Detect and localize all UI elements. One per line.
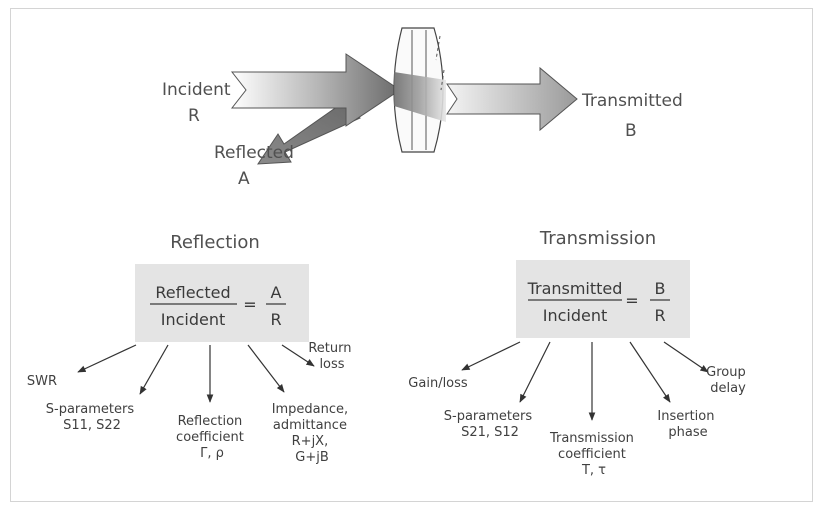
- leaf-s-parameters-trans: S-parameters S21, S12: [444, 409, 537, 440]
- transmission-branches: [461, 341, 709, 421]
- transmitted-arrow: [446, 66, 578, 132]
- reflected-arrow: [257, 103, 361, 165]
- leaf-transmission-coefficient: Transmission coefficient T, τ: [549, 431, 638, 478]
- reflection-branches: [77, 344, 315, 403]
- arrow-to-s-params-refl: [139, 344, 169, 395]
- reflected-label: Reflected: [214, 143, 294, 163]
- reflection-ratio-num: A: [271, 283, 282, 302]
- arrow-to-s-params-trans: [519, 341, 551, 403]
- arrow-to-swr: [77, 344, 137, 373]
- transmitted-symbol: B: [625, 121, 637, 141]
- transmission-ratio-den: R: [654, 306, 665, 325]
- reflection-equals: =: [243, 295, 256, 314]
- arrow-to-group-delay: [663, 341, 709, 373]
- leaf-reflection-coefficient: Reflection coefficient Γ, ρ: [176, 414, 248, 461]
- reflection-ratio-den: R: [270, 310, 281, 329]
- arrow-to-return-loss: [281, 344, 315, 367]
- reflection-title: Reflection: [170, 232, 260, 253]
- arrow-to-gain-loss: [461, 341, 521, 371]
- device-under-test: [393, 27, 446, 153]
- leaf-group-delay: Group delay: [706, 365, 750, 396]
- transmission-numerator: Transmitted: [527, 279, 623, 298]
- transmission-equals: =: [625, 291, 638, 310]
- transmission-formula: Transmitted Incident = B R: [516, 260, 690, 338]
- leaf-return-loss: Return loss: [308, 341, 355, 372]
- arrow-to-impedance: [247, 344, 285, 393]
- leaf-insertion-phase: Insertion phase: [657, 409, 718, 440]
- arrow-to-insertion-phase: [629, 341, 671, 403]
- reflection-formula: Reflected Incident = A R: [135, 264, 309, 342]
- transmitted-label: Transmitted: [581, 91, 683, 111]
- transmission-title: Transmission: [539, 228, 656, 249]
- incident-symbol: R: [188, 106, 200, 126]
- leaf-s-parameters-refl: S-parameters S11, S22: [46, 402, 139, 433]
- reflected-symbol: A: [238, 169, 250, 189]
- transmission-denominator: Incident: [543, 306, 608, 325]
- reflection-numerator: Reflected: [155, 283, 230, 302]
- leaf-swr: SWR: [27, 374, 57, 389]
- transmission-ratio-num: B: [655, 279, 666, 298]
- reflection-denominator: Incident: [161, 310, 226, 329]
- leaf-gain-loss: Gain/loss: [408, 376, 468, 391]
- incident-arrow: [230, 53, 401, 127]
- incident-label: Incident: [162, 80, 231, 100]
- leaf-impedance: Impedance, admittance R+jX, G+jB: [272, 402, 353, 465]
